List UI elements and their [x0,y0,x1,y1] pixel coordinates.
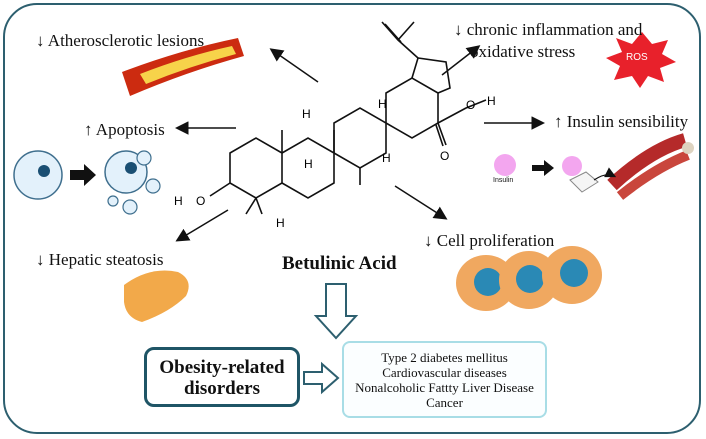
down-arrow [313,283,359,340]
atom-label: H [302,107,311,121]
arrow-inflammation [441,45,481,76]
atom-label: H [276,216,285,230]
obesity-disorders-box: Obesity-related disorders [144,347,300,407]
arrow-hepatic [175,209,229,242]
atom-label: O [196,194,205,208]
obesity-line1: Obesity-related [159,357,285,378]
obesity-line2: disorders [184,378,260,399]
betulinic-acid-structure [209,21,487,215]
liver-illustration [124,270,189,322]
disease-item: Cancer [426,395,463,410]
arrow-cell-prolif [394,185,448,220]
ros-label: ROS [626,52,648,63]
compound-title: Betulinic Acid [282,253,397,274]
disease-item: Cardiovascular diseases [382,365,507,380]
label-hepatic-steatosis: ↓ Hepatic steatosis [36,250,164,269]
effect-arrows [175,45,545,242]
diseases-box: Type 2 diabetes mellitus Cardiovascular … [342,341,547,418]
arrow-athero [269,48,319,83]
ros-burst [606,32,676,88]
atom-label: H [378,97,387,111]
apoptosis-illustration [13,150,161,215]
label-inflammation-line2: oxidative stress [470,42,576,61]
atom-label: O [466,98,475,112]
artery-illustration [122,38,244,96]
atom-label: H [487,94,496,108]
label-cell-proliferation: ↓ Cell proliferation [424,231,555,250]
disease-item: Type 2 diabetes mellitus [381,350,508,365]
atom-label: H [304,157,313,171]
atom-label: H [174,194,183,208]
disease-item: Nonalcoholic Fattty Liver Disease [355,380,534,395]
diagram-frame [3,3,701,434]
label-apoptosis: ↑ Apoptosis [84,120,165,139]
label-insulin-sensibility: ↑ Insulin sensibility [554,112,689,131]
cancer-cells-illustration [456,246,602,311]
atom-label: O [440,149,449,163]
label-atherosclerotic-lesions: ↓ Atherosclerotic lesions [36,31,205,50]
atom-label: H [382,151,391,165]
insulin-illustration [494,133,694,200]
right-arrow [303,361,340,395]
label-inflammation-line1: ↓ chronic inflammation and [454,20,643,39]
insulin-label: Insulin [493,177,514,184]
